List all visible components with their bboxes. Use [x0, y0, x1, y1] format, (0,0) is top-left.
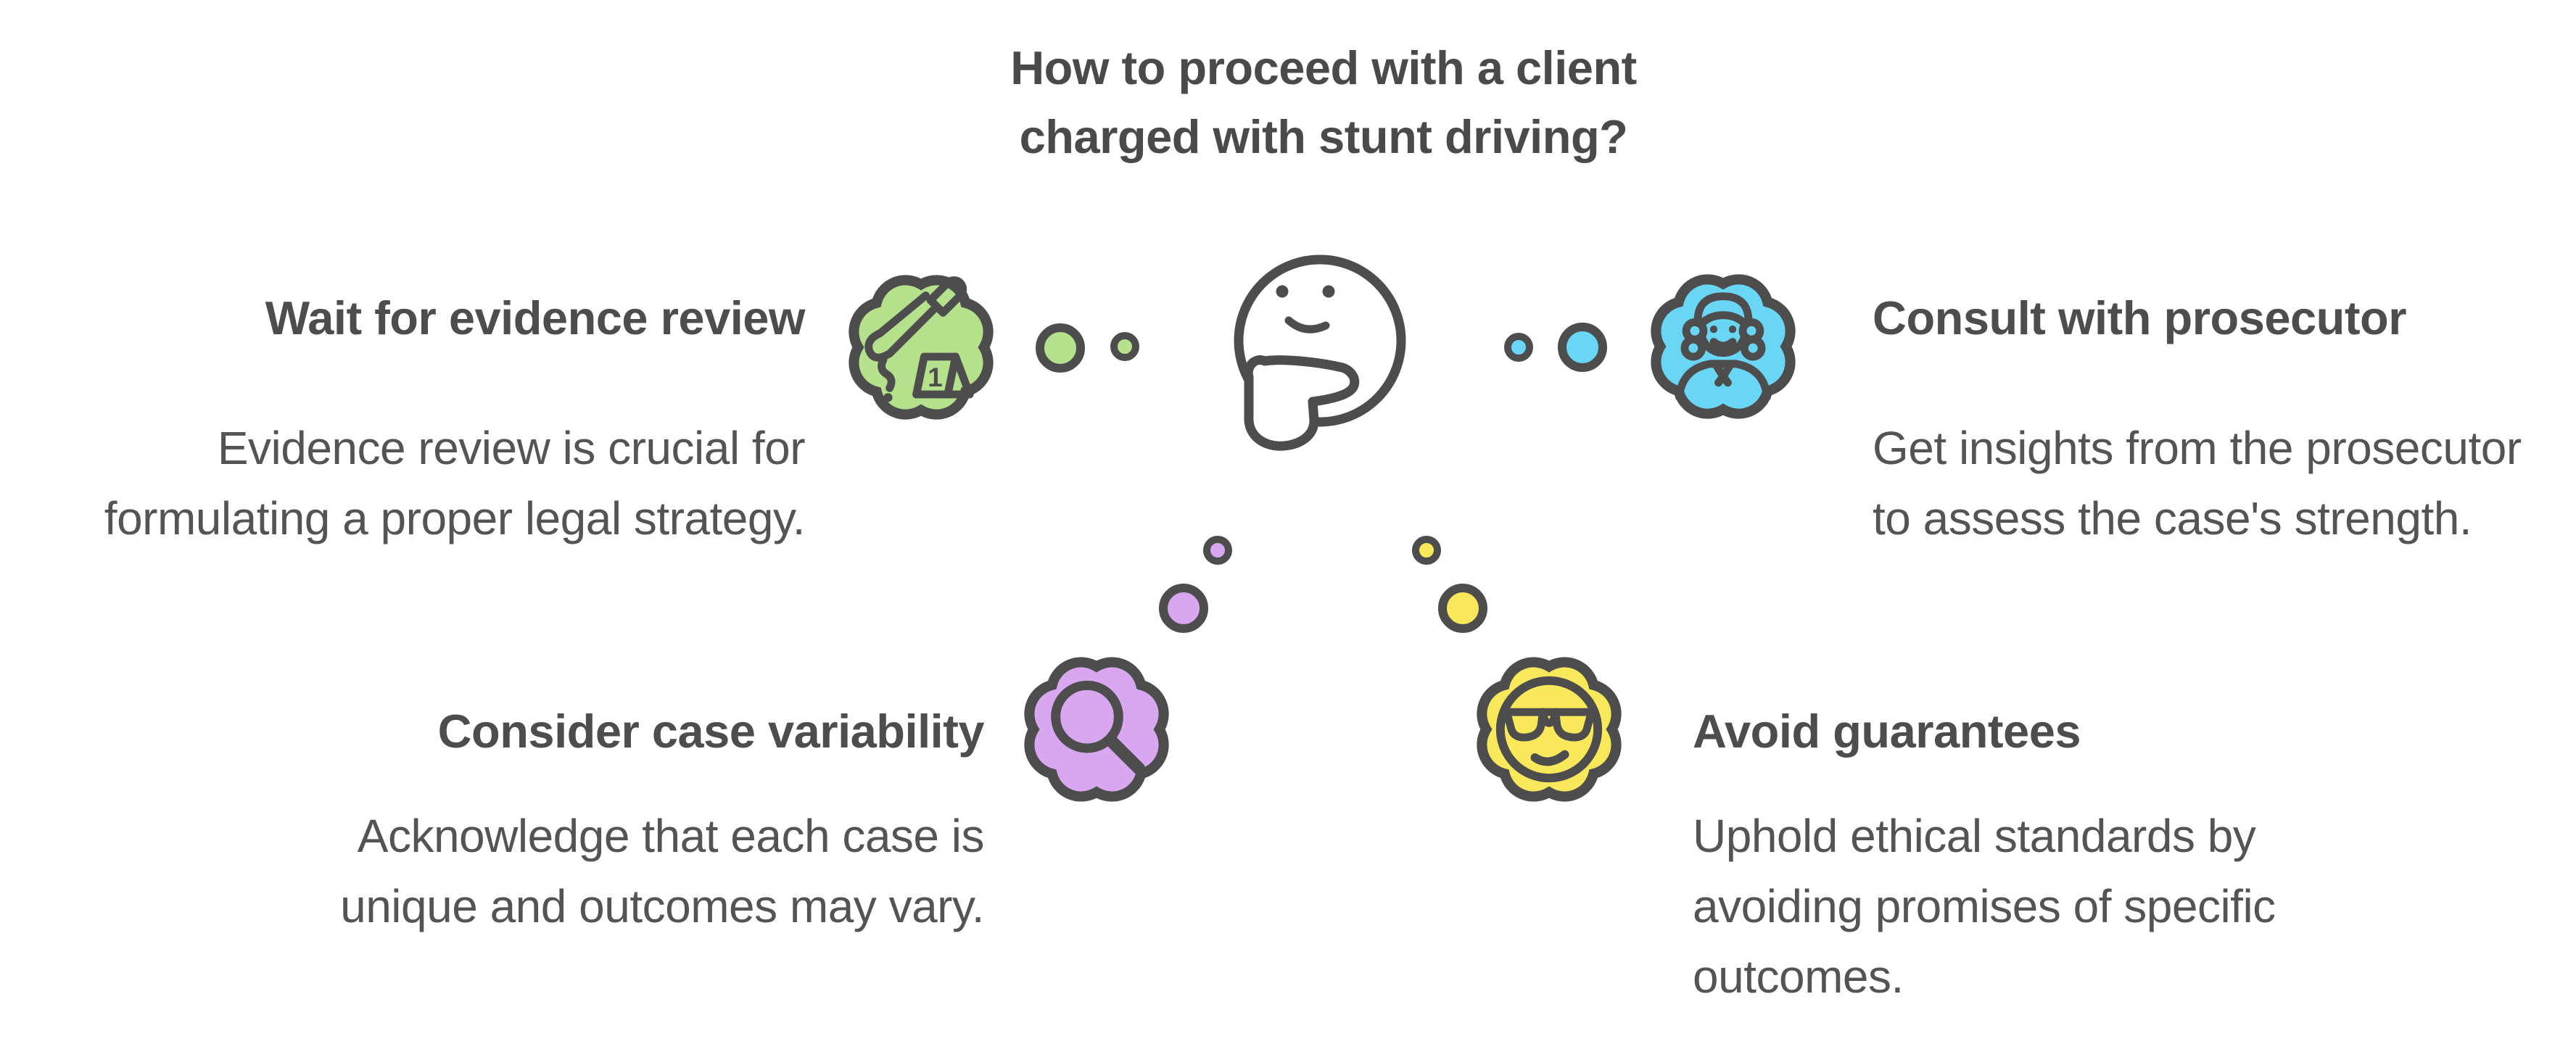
item-description-case-variability: Acknowledge that each case is unique and… [340, 810, 984, 932]
judge-icon [1651, 274, 1796, 419]
green-dot-small [1110, 332, 1139, 361]
evidence-marker-number: 1 [928, 362, 942, 392]
yellow-dot-small [1412, 536, 1441, 565]
page-title-line1: How to proceed with a client [1010, 41, 1637, 94]
blue-dot-large [1558, 323, 1607, 372]
crime-scene-icon: 1 [849, 275, 994, 420]
item-heading-avoid-guarantees: Avoid guarantees [1693, 705, 2081, 758]
item-heading-consult-prosecutor: Consult with prosecutor [1873, 291, 2407, 344]
thinking-face-left-eye [1276, 285, 1289, 298]
purple-dot-large [1159, 584, 1208, 633]
cool-face-icon [1477, 657, 1622, 802]
blue-dot-small [1504, 333, 1533, 362]
item-heading-case-variability: Consider case variability [437, 705, 985, 758]
judge-smile [1709, 338, 1737, 350]
magnifier-handle [1104, 734, 1146, 775]
green-dot-large [1036, 323, 1085, 373]
page-title-line2: charged with stunt driving? [1019, 110, 1628, 163]
item-description-avoid-guarantees: Uphold ethical standards by avoiding pro… [1693, 810, 2276, 1003]
knife-handle [926, 276, 967, 317]
evidence-marker-side [944, 352, 974, 399]
cool-face-head [1495, 676, 1603, 783]
judge-wig-curl [1680, 335, 1706, 361]
page-title: How to proceed with a client charged wit… [1010, 33, 1637, 171]
thinking-face-hand [1243, 355, 1360, 451]
judge-right-eye [1728, 325, 1737, 334]
blood-drop [883, 393, 893, 402]
magnifier-lens [1051, 680, 1123, 753]
thinking-face-right-eye [1322, 285, 1335, 298]
purple-dot-small [1203, 536, 1232, 565]
thinking-face-icon [1234, 254, 1406, 451]
yellow-dot-large [1438, 584, 1487, 633]
thinking-face-frown [1284, 316, 1330, 334]
sunglasses-bridge [1538, 708, 1560, 727]
cool-face-smile [1530, 750, 1569, 766]
judge-wig-curl [1740, 335, 1766, 361]
judge-left-eye [1709, 325, 1718, 334]
item-description-evidence-review: Evidence review is crucial for formulati… [104, 422, 806, 544]
judge-jabot [1711, 360, 1735, 387]
judge-shoulders [1675, 360, 1772, 401]
sunglasses-right-lens [1551, 708, 1595, 742]
magnifier-icon [1024, 657, 1169, 802]
item-heading-evidence-review: Wait for evidence review [265, 291, 806, 344]
sunglasses-left-lens [1503, 708, 1547, 742]
item-description-consult-prosecutor: Get insights from the prosecutor to asse… [1873, 422, 2522, 544]
blood-drip [878, 355, 896, 392]
